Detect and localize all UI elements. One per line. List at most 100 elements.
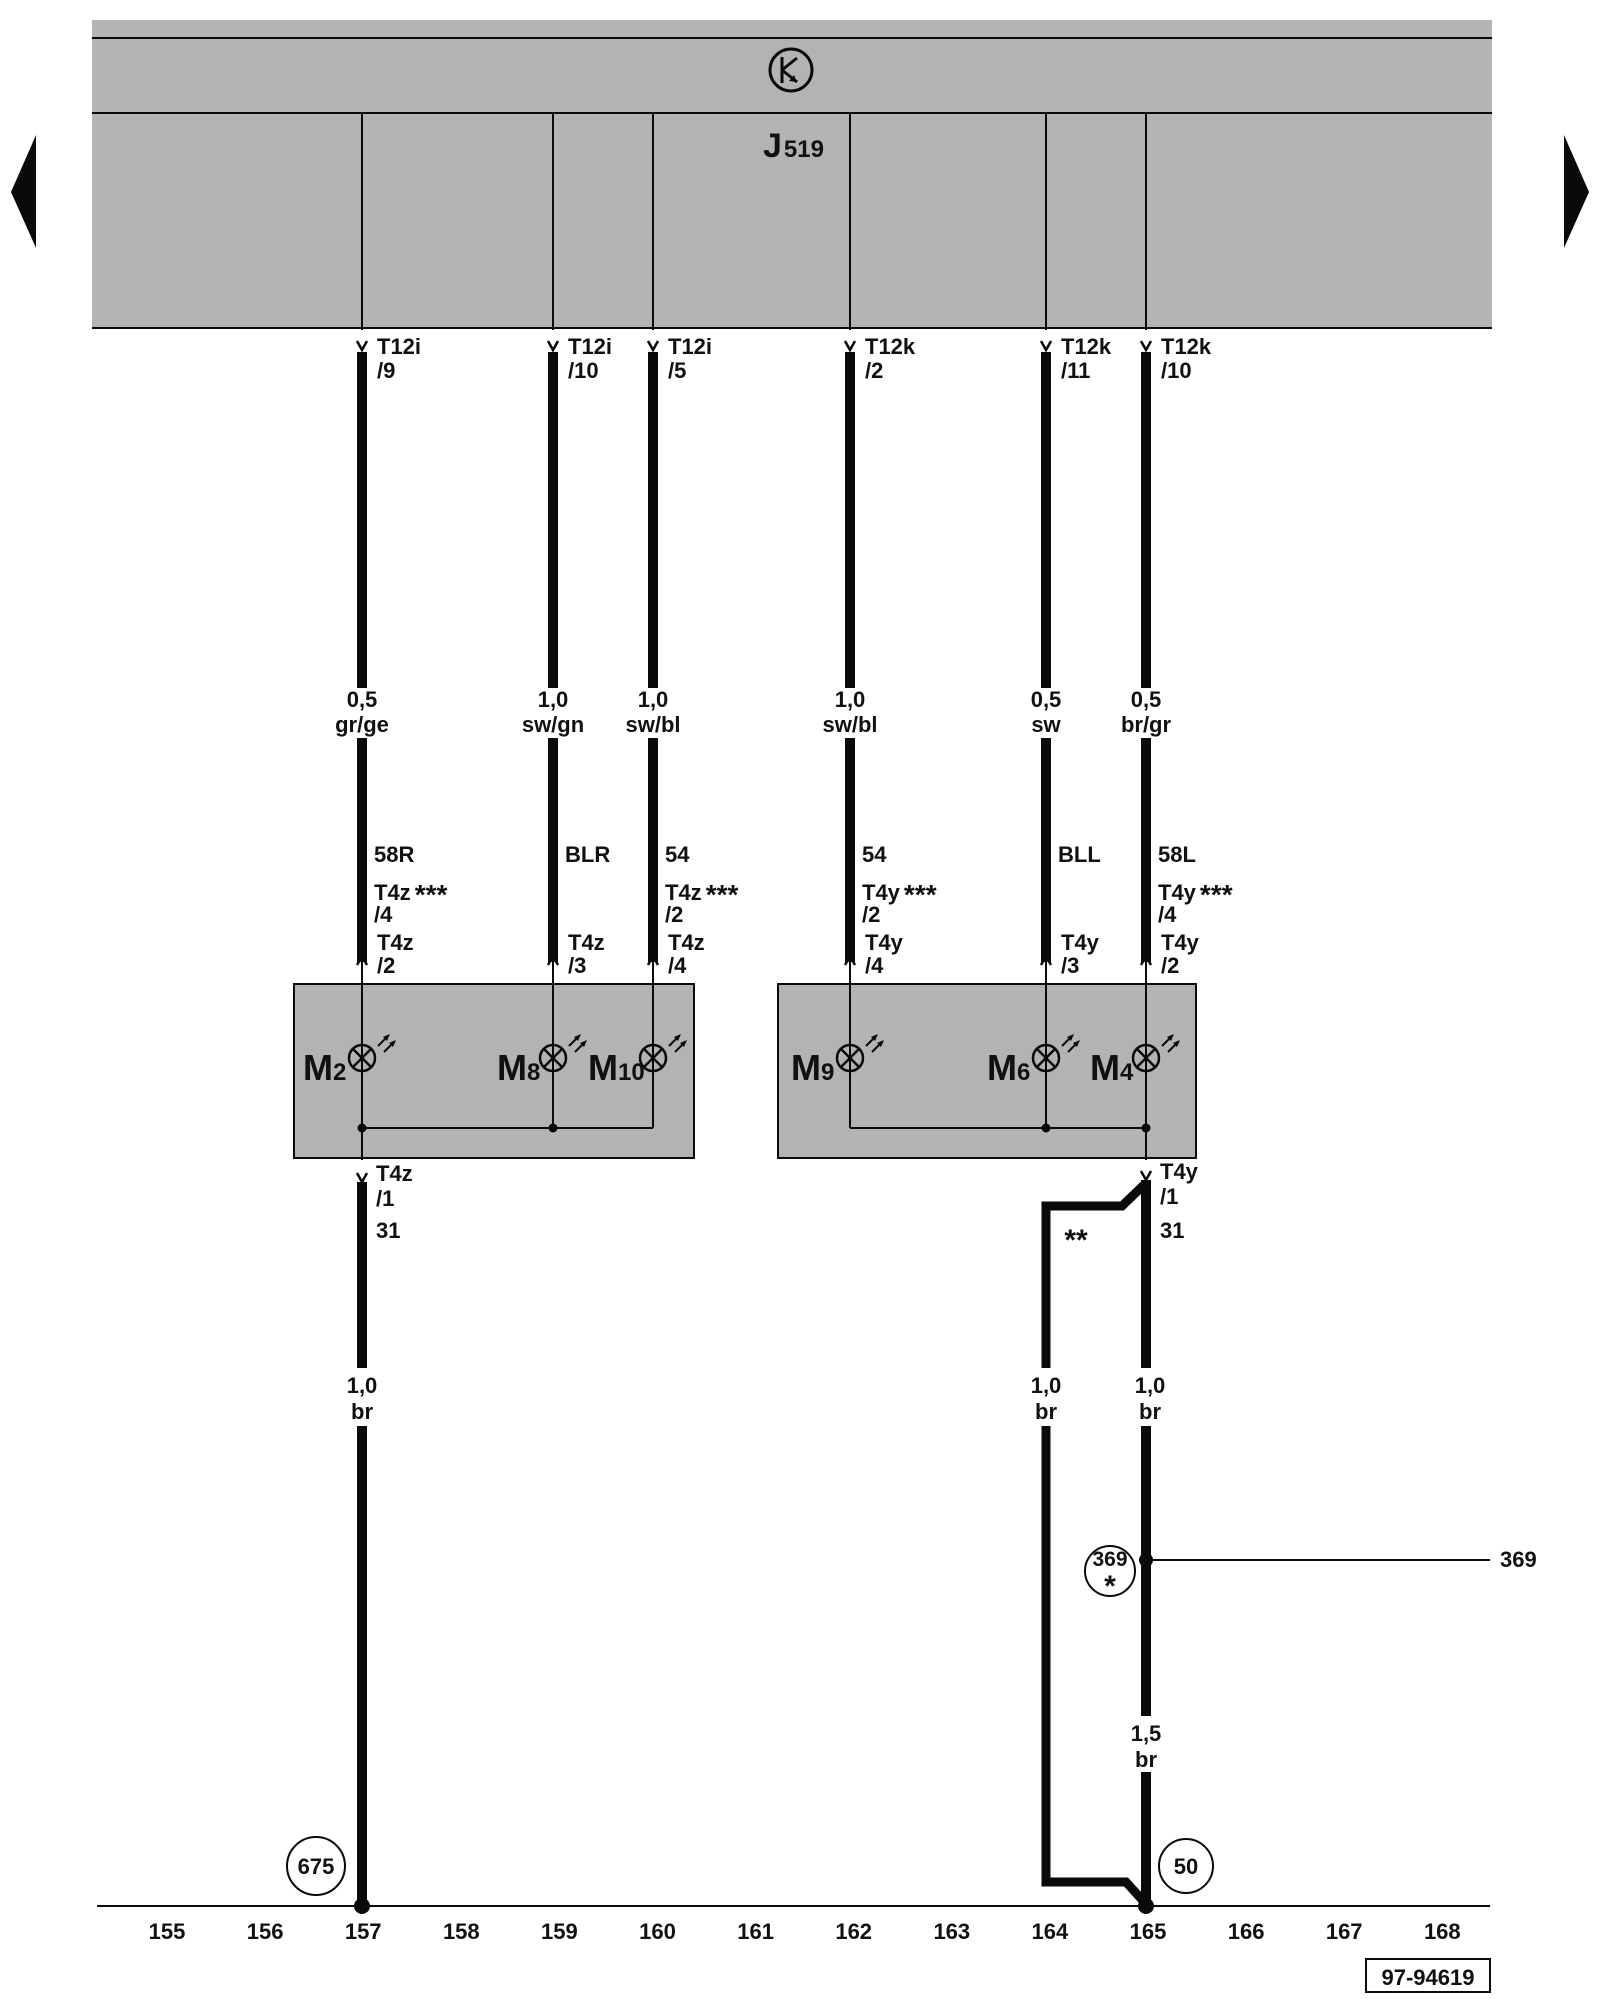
pin-arrow-up <box>355 953 369 966</box>
light-rays-icon <box>1161 1034 1180 1053</box>
pin-arrow-down <box>1139 340 1153 353</box>
lamp-m10: M10 <box>588 1034 687 1088</box>
light-rays-icon <box>865 1034 884 1053</box>
pin-top-label: T12i <box>568 334 612 359</box>
signal-label: BLL <box>1058 842 1101 867</box>
pin-arrow-down <box>1039 340 1053 353</box>
light-rays-icon <box>668 1034 687 1053</box>
junction-marker: * <box>1104 1570 1116 1603</box>
transistor-circle-icon <box>768 47 814 93</box>
ground-point-circle <box>1158 1838 1214 1894</box>
ground-point-circle <box>286 1836 346 1896</box>
pin-bottom-label: T4y <box>1161 930 1200 955</box>
wire-color: br/gr <box>1121 712 1172 737</box>
wire-color: br <box>1139 1399 1161 1424</box>
cross-reference: 369 <box>1500 1547 1537 1572</box>
wire-size: 0,5 <box>1131 687 1162 712</box>
connector-number: /2 <box>665 902 683 927</box>
signal-label: 58R <box>374 842 414 867</box>
bypass-wire-color: br <box>1035 1399 1057 1424</box>
wire-color: gr/ge <box>335 712 389 737</box>
lamp-label: M8 <box>497 1047 540 1088</box>
junction-dot <box>548 1123 558 1133</box>
pin-arrow-up <box>646 953 660 966</box>
pin-top-label: T12i <box>668 334 712 359</box>
lamp-m4: M4 <box>1090 1034 1180 1088</box>
pin-label: T4y <box>1160 1159 1199 1184</box>
ruler-number: 157 <box>345 1919 382 1944</box>
bulb-icon <box>835 1043 865 1073</box>
triangle-left-icon[interactable] <box>11 135 36 248</box>
wire-size: 0,5 <box>1031 687 1062 712</box>
pin-bottom-label: T4y <box>865 930 904 955</box>
wire-size: 1,0 <box>1135 1373 1166 1398</box>
pin-top-number: /2 <box>865 358 883 383</box>
pin-top-number: /10 <box>1161 358 1192 383</box>
light-rays-icon <box>377 1034 396 1053</box>
wire-size: 1,0 <box>538 687 569 712</box>
bypass-wire <box>1041 1426 1150 1908</box>
pin-number: /1 <box>376 1186 394 1211</box>
ruler-number: 163 <box>933 1919 970 1944</box>
connector-number: /4 <box>1158 902 1177 927</box>
lamp-label: M6 <box>987 1047 1030 1088</box>
wire-color: sw/gn <box>522 712 584 737</box>
connector-label: T4z*** <box>374 879 447 910</box>
junction-circle <box>1084 1545 1136 1597</box>
doc-id: 97-94619 <box>1382 1965 1475 1990</box>
ground-point-label: 50 <box>1174 1854 1198 1879</box>
pin-arrow-down <box>355 1172 369 1185</box>
wire-color: sw/bl <box>625 712 680 737</box>
pin-label: T4z <box>376 1161 413 1186</box>
light-rays-icon <box>568 1034 587 1053</box>
triangle-right-icon[interactable] <box>1564 135 1589 248</box>
pin-top-number: /5 <box>668 358 686 383</box>
ruler-number: 160 <box>639 1919 676 1944</box>
pin-bottom-number: /4 <box>668 953 687 978</box>
pin-top-label: T12i <box>377 334 421 359</box>
connector-number: /2 <box>862 902 880 927</box>
terminal-label: 31 <box>376 1218 400 1243</box>
pin-top-number: /10 <box>568 358 599 383</box>
ruler-number: 168 <box>1424 1919 1461 1944</box>
pin-arrow-up <box>1139 953 1153 966</box>
bypass-wire-size: 1,0 <box>1031 1373 1062 1398</box>
signal-label: BLR <box>565 842 610 867</box>
ruler-number: 158 <box>443 1919 480 1944</box>
ruler-number: 167 <box>1326 1919 1363 1944</box>
pin-bottom-number: /3 <box>568 953 586 978</box>
lamp-m2: M2 <box>303 1034 396 1088</box>
pin-arrow-down <box>843 340 857 353</box>
pin-top-label: T12k <box>865 334 916 359</box>
wire-color: sw <box>1031 712 1061 737</box>
doc-id-box <box>1365 1958 1491 1993</box>
ruler-number: 159 <box>541 1919 578 1944</box>
ground-point-label: 675 <box>298 1854 335 1879</box>
pin-top-number: /11 <box>1061 358 1090 383</box>
pin-top-label: T12k <box>1061 334 1112 359</box>
lamp-label: M4 <box>1090 1047 1134 1088</box>
lamp-label: M2 <box>303 1047 346 1088</box>
bulb-icon <box>347 1043 377 1073</box>
ruler-number: 166 <box>1228 1919 1265 1944</box>
wire-color: br <box>351 1399 373 1424</box>
wire-color: br <box>1135 1747 1157 1772</box>
signal-label: 58L <box>1158 842 1196 867</box>
pin-arrow-down <box>646 340 660 353</box>
pin-bottom-label: T4z <box>668 930 705 955</box>
connector-label: T4y*** <box>862 879 937 910</box>
pin-bottom-number: /3 <box>1061 953 1079 978</box>
bulb-icon <box>638 1043 668 1073</box>
lamp-label: M9 <box>791 1047 834 1088</box>
control-unit-j519: J519 <box>92 20 1492 329</box>
junction-label: 369 <box>1092 1548 1127 1571</box>
ruler-number: 161 <box>737 1919 774 1944</box>
